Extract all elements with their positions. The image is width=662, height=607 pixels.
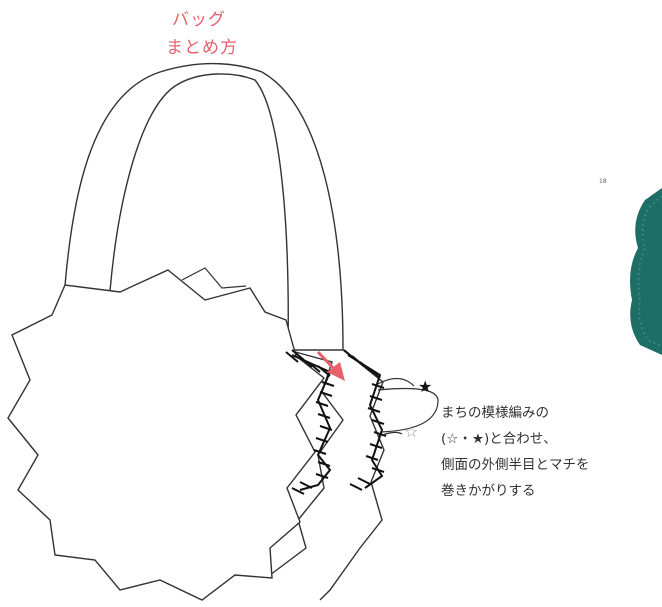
page-corner-mark: 18 [599, 178, 607, 185]
instruction-line-2: (☆・★)と合わせ、 [441, 431, 557, 447]
filled-star-icon: ★ [418, 377, 433, 396]
diagram-title-line-1: バッグ [172, 10, 226, 30]
instruction-line-1: まちの模様編みの [441, 405, 549, 421]
instruction-line-3: 側面の外側半目とマチを [441, 457, 590, 473]
whipstitch-line-right [343, 349, 387, 491]
bag-handle [62, 62, 344, 351]
annotation-bracket [377, 377, 439, 437]
bag-top-fold [181, 267, 247, 289]
instruction-line-4: 巻きかがりする [441, 483, 536, 499]
knit-sample-photo [630, 188, 662, 355]
direction-arrow [316, 350, 345, 381]
diagram-title-line-2: まとめ方 [166, 38, 238, 58]
gusset-panel [319, 349, 385, 601]
bag-body-panel [7, 269, 325, 601]
whipstitch-line-left [285, 349, 335, 495]
outline-star-icon: ☆ [404, 422, 419, 441]
